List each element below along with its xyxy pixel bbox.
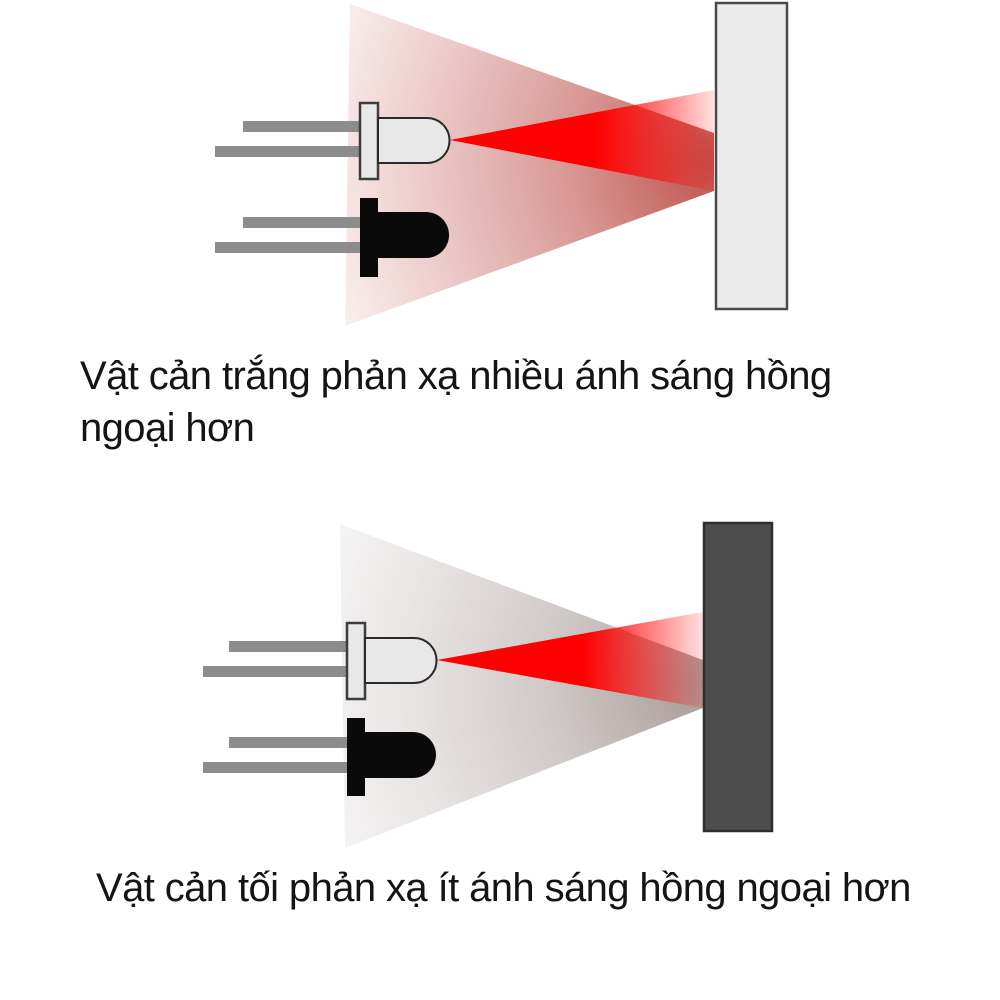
led-body-clear <box>377 117 451 164</box>
caption-line-1: Vật cản trắng phản xạ nhiều ánh sáng hồn… <box>80 354 832 398</box>
panel-dark-obstacle <box>203 521 774 848</box>
led-lead <box>203 666 347 677</box>
led-lead <box>203 762 347 773</box>
led-lead <box>215 242 360 253</box>
led-lead <box>215 146 360 157</box>
led-body-black <box>365 732 436 778</box>
ir-receiver-led <box>215 198 449 277</box>
led-flange <box>358 101 380 181</box>
led-body-black <box>378 212 449 258</box>
panel-white-obstacle <box>215 1 789 326</box>
led-body-clear <box>364 637 438 684</box>
ir-emitter-led <box>203 621 438 701</box>
caption-dark-obstacle: Vật cản tối phản xạ ít ánh sáng hồng ngo… <box>96 862 911 914</box>
caption-line-1: Vật cản tối phản xạ ít ánh sáng hồng ngo… <box>96 866 911 910</box>
infrared-beam <box>437 612 703 708</box>
ir-receiver-led <box>203 718 436 796</box>
led-flange-black <box>347 718 365 796</box>
ir-emitter-led <box>215 101 451 181</box>
led-flange-black <box>360 198 378 277</box>
led-lead <box>243 121 360 132</box>
infrared-beam <box>450 90 714 191</box>
dark-obstacle <box>702 521 774 833</box>
led-lead <box>243 217 360 228</box>
led-lead <box>229 737 347 748</box>
led-lead <box>229 641 347 652</box>
led-flange <box>345 621 367 701</box>
white-obstacle <box>714 1 789 311</box>
caption-white-obstacle: Vật cản trắng phản xạ nhiều ánh sáng hồn… <box>80 350 832 454</box>
caption-line-2: ngoại hơn <box>80 406 255 450</box>
